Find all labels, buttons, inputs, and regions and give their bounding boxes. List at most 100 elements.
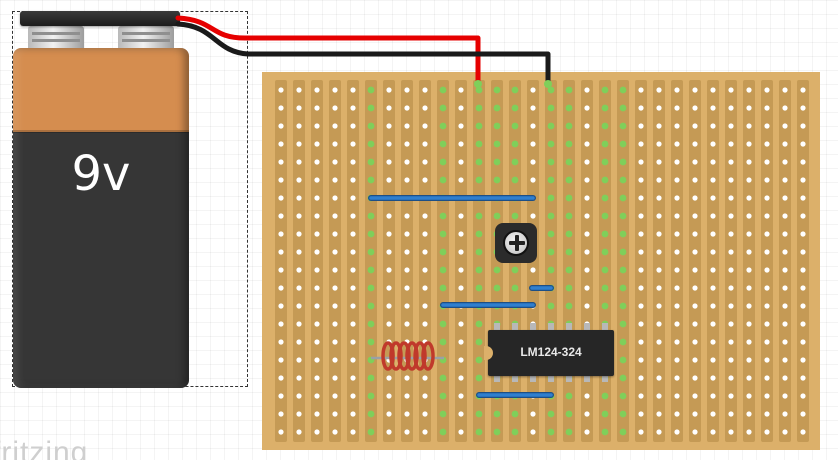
potentiometer-knob[interactable] bbox=[503, 230, 529, 256]
board-hole[interactable] bbox=[458, 375, 464, 381]
board-hole[interactable] bbox=[350, 123, 356, 129]
board-hole[interactable] bbox=[746, 357, 752, 363]
board-hole[interactable] bbox=[692, 429, 698, 435]
board-hole[interactable] bbox=[565, 86, 573, 94]
ic-lm124-324[interactable]: LM124-324 bbox=[484, 330, 614, 376]
board-hole[interactable] bbox=[619, 212, 627, 220]
board-hole[interactable] bbox=[278, 321, 284, 327]
board-hole[interactable] bbox=[764, 411, 770, 417]
board-hole[interactable] bbox=[638, 177, 644, 183]
board-hole[interactable] bbox=[332, 411, 338, 417]
wire-positive[interactable] bbox=[175, 15, 481, 87]
board-hole[interactable] bbox=[278, 213, 284, 219]
board-hole[interactable] bbox=[386, 411, 392, 417]
board-hole[interactable] bbox=[619, 320, 627, 328]
board-hole[interactable] bbox=[692, 375, 698, 381]
board-hole[interactable] bbox=[710, 141, 716, 147]
board-hole[interactable] bbox=[530, 141, 536, 147]
board-hole[interactable] bbox=[547, 410, 555, 418]
board-hole[interactable] bbox=[314, 105, 320, 111]
board-hole[interactable] bbox=[746, 411, 752, 417]
board-hole[interactable] bbox=[314, 339, 320, 345]
board-hole[interactable] bbox=[674, 339, 680, 345]
board-hole[interactable] bbox=[475, 428, 483, 436]
board-hole[interactable] bbox=[439, 284, 447, 292]
board-hole[interactable] bbox=[728, 429, 734, 435]
board-hole[interactable] bbox=[782, 195, 788, 201]
board-hole[interactable] bbox=[367, 212, 375, 220]
board-hole[interactable] bbox=[710, 159, 716, 165]
board-hole[interactable] bbox=[367, 374, 375, 382]
board-hole[interactable] bbox=[475, 266, 483, 274]
board-hole[interactable] bbox=[782, 141, 788, 147]
board-hole[interactable] bbox=[422, 105, 428, 111]
board-hole[interactable] bbox=[674, 87, 680, 93]
board-hole[interactable] bbox=[601, 410, 609, 418]
board-hole[interactable] bbox=[278, 429, 284, 435]
board-hole[interactable] bbox=[674, 141, 680, 147]
board-hole[interactable] bbox=[547, 104, 555, 112]
board-hole[interactable] bbox=[493, 410, 501, 418]
board-hole[interactable] bbox=[638, 375, 644, 381]
board-hole[interactable] bbox=[530, 87, 536, 93]
board-hole[interactable] bbox=[800, 267, 806, 273]
board-hole[interactable] bbox=[547, 266, 555, 274]
board-hole[interactable] bbox=[439, 248, 447, 256]
board-hole[interactable] bbox=[656, 393, 662, 399]
board-hole[interactable] bbox=[656, 321, 662, 327]
board-hole[interactable] bbox=[458, 159, 464, 165]
board-hole[interactable] bbox=[746, 159, 752, 165]
board-hole[interactable] bbox=[422, 429, 428, 435]
board-hole[interactable] bbox=[565, 158, 573, 166]
board-hole[interactable] bbox=[656, 213, 662, 219]
board-hole[interactable] bbox=[404, 177, 410, 183]
board-hole[interactable] bbox=[332, 321, 338, 327]
board-hole[interactable] bbox=[638, 87, 644, 93]
board-hole[interactable] bbox=[601, 158, 609, 166]
board-hole[interactable] bbox=[386, 393, 392, 399]
board-hole[interactable] bbox=[332, 231, 338, 237]
board-hole[interactable] bbox=[764, 159, 770, 165]
board-hole[interactable] bbox=[296, 141, 302, 147]
board-hole[interactable] bbox=[601, 194, 609, 202]
board-hole[interactable] bbox=[692, 393, 698, 399]
board-hole[interactable] bbox=[475, 248, 483, 256]
board-hole[interactable] bbox=[565, 248, 573, 256]
board-hole[interactable] bbox=[547, 248, 555, 256]
board-hole[interactable] bbox=[565, 194, 573, 202]
board-hole[interactable] bbox=[439, 392, 447, 400]
board-hole[interactable] bbox=[439, 86, 447, 94]
board-hole[interactable] bbox=[565, 230, 573, 238]
board-hole[interactable] bbox=[764, 267, 770, 273]
board-hole[interactable] bbox=[710, 393, 716, 399]
board-hole[interactable] bbox=[656, 123, 662, 129]
board-hole[interactable] bbox=[619, 374, 627, 382]
board-hole[interactable] bbox=[386, 159, 392, 165]
board-hole[interactable] bbox=[458, 429, 464, 435]
board-hole[interactable] bbox=[493, 104, 501, 112]
board-hole[interactable] bbox=[674, 159, 680, 165]
board-hole[interactable] bbox=[764, 375, 770, 381]
board-hole[interactable] bbox=[692, 357, 698, 363]
board-hole[interactable] bbox=[530, 411, 536, 417]
board-hole[interactable] bbox=[475, 140, 483, 148]
board-hole[interactable] bbox=[278, 195, 284, 201]
board-hole[interactable] bbox=[710, 285, 716, 291]
board-hole[interactable] bbox=[350, 87, 356, 93]
board-hole[interactable] bbox=[764, 303, 770, 309]
board-hole[interactable] bbox=[674, 249, 680, 255]
board-hole[interactable] bbox=[458, 339, 464, 345]
board-hole[interactable] bbox=[350, 213, 356, 219]
board-hole[interactable] bbox=[475, 176, 483, 184]
board-hole[interactable] bbox=[278, 285, 284, 291]
board-hole[interactable] bbox=[656, 429, 662, 435]
board-hole[interactable] bbox=[710, 105, 716, 111]
board-hole[interactable] bbox=[439, 428, 447, 436]
board-hole[interactable] bbox=[746, 249, 752, 255]
board-hole[interactable] bbox=[350, 231, 356, 237]
board-hole[interactable] bbox=[746, 105, 752, 111]
board-hole[interactable] bbox=[458, 177, 464, 183]
board-hole[interactable] bbox=[674, 393, 680, 399]
board-hole[interactable] bbox=[584, 411, 590, 417]
board-hole[interactable] bbox=[530, 123, 536, 129]
